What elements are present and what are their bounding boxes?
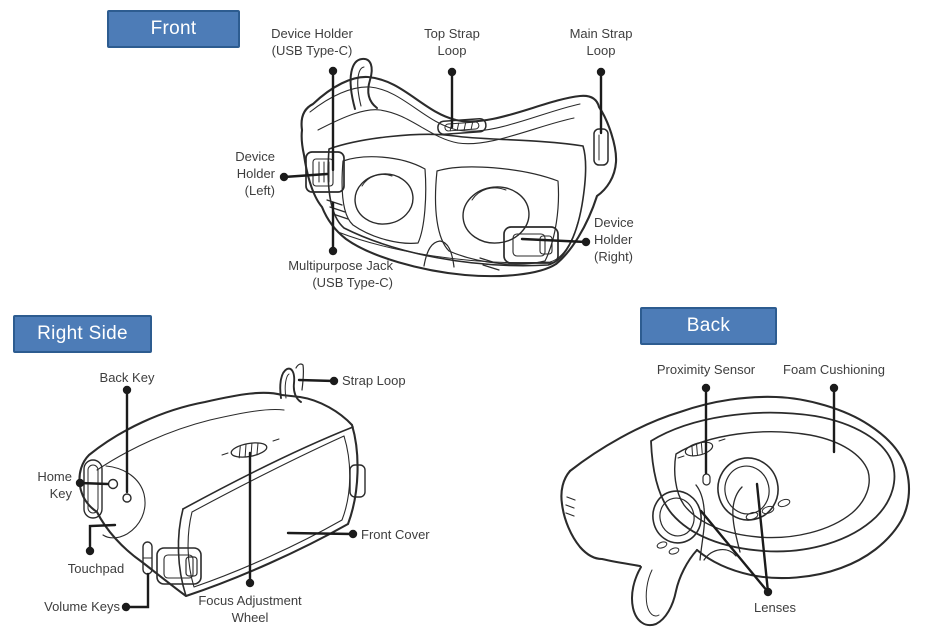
back-view-drawing [560,395,911,627]
front-body-outline [300,75,618,278]
leader-volume-keys [121,572,150,612]
side-front-cover [182,426,354,510]
leader-focus-wheel [245,451,255,588]
leader-foam-cushioning [829,383,839,454]
side-touchpad [102,465,146,539]
right-side-view-drawing [78,363,366,598]
leader-home-key [75,478,110,488]
label-volume-keys: Volume Keys [44,599,120,614]
front-left-lens [354,173,414,225]
label-back-key: Back Key [99,370,155,385]
label-main-strap-loop: Main Strap Loop [569,26,633,58]
leader-multipurpose-jack [328,201,338,256]
front-section-badge: Front [107,10,240,48]
label-device-holder-usb: Device Holder (USB Type-C) [271,26,353,58]
right-side-section-badge: Right Side [13,315,152,353]
back-proximity-sensor [702,473,711,486]
front-top-strap-arch [349,57,378,110]
front-right-clamp [503,226,559,264]
label-device-holder-right: Device Holder (Right) [594,215,634,264]
side-holder-latch [156,547,202,585]
back-foam-ring-inner [674,431,870,539]
leader-lenses [699,482,773,597]
back-right-lens [717,457,779,521]
side-strap-loop [279,367,302,403]
back-section-badge: Back [640,307,777,345]
label-lenses: Lenses [754,600,796,615]
leader-lines [75,66,839,612]
back-body-outline [568,395,911,580]
leader-main-strap-loop [596,67,606,135]
front-view-drawing [300,57,618,278]
back-strap-tab [631,549,698,627]
leader-back-key [122,385,132,494]
side-home-key [107,478,119,490]
back-focus-wheel [684,441,714,457]
side-body-outline [78,391,359,598]
label-touchpad: Touchpad [67,561,125,576]
leader-proximity-sensor [701,383,711,475]
leader-device-holder-right [520,237,591,247]
front-left-clamp [305,151,345,193]
label-focus-adjustment-wheel: Focus Adjustment Wheel [198,593,302,625]
leader-device-holder-left [279,172,329,182]
leader-device-holder-usb [328,66,338,172]
leader-strap-loop [297,376,339,386]
label-device-holder-left: Device Holder (Left) [235,149,275,198]
label-front-cover: Front Cover [361,527,430,542]
leader-top-strap-loop [447,67,457,129]
label-foam-cushioning: Foam Cushioning [783,362,885,377]
front-jack-ridges [326,199,500,271]
side-back-key [122,493,132,503]
leader-front-cover [286,529,358,539]
back-foam-ring-outer [650,411,896,553]
label-proximity-sensor: Proximity Sensor [656,362,756,377]
label-top-strap-loop: Top Strap Loop [424,26,480,58]
leader-touchpad [85,523,117,556]
front-right-lens [462,186,530,244]
label-home-key: Home Key [37,469,72,501]
label-strap-loop: Strap Loop [342,373,406,388]
label-multipurpose-jack: Multipurpose Jack (USB Type-C) [288,258,393,290]
front-main-strap-slot [593,128,609,166]
